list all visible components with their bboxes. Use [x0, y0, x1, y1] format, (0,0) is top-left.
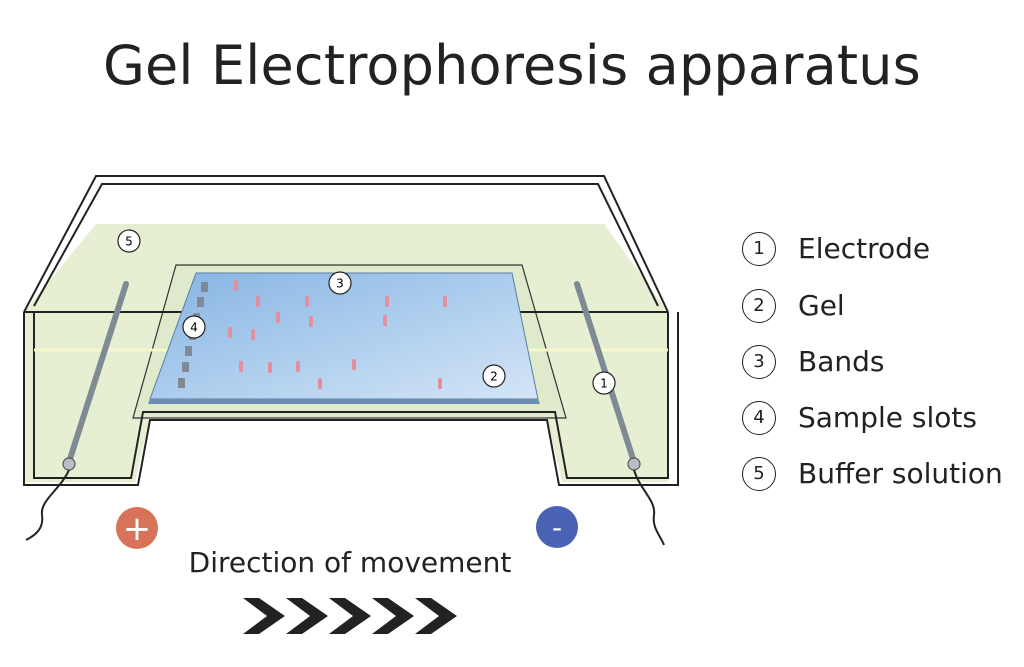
callout-gel: 2 [482, 364, 506, 388]
legend-label: Sample slots [798, 401, 977, 434]
legend-number: 5 [742, 457, 776, 491]
callout-bands-number: 3 [336, 277, 344, 291]
legend-label: Electrode [798, 232, 931, 265]
legend-label: Buffer solution [798, 457, 1003, 490]
positive-sign: + [123, 509, 152, 549]
legend-item-gel: 2 Gel [742, 289, 1022, 329]
band [239, 361, 243, 372]
callout-buffer-solution: 5 [117, 229, 141, 253]
legend-item-electrode: 1 Electrode [742, 232, 1022, 272]
negative-sign: - [552, 511, 562, 544]
legend-number: 3 [742, 345, 776, 379]
band [443, 296, 447, 307]
legend-label: Bands [798, 345, 885, 378]
left-wire [25, 469, 70, 541]
gel-slab-edge [148, 399, 540, 404]
sample-slot [201, 282, 208, 292]
direction-label: Direction of movement [188, 546, 512, 579]
legend-item-bands: 3 Bands [742, 345, 1022, 385]
band [276, 312, 280, 323]
band [438, 378, 442, 389]
legend-number: 2 [742, 289, 776, 323]
callout-electrode: 1 [592, 371, 616, 395]
band [305, 296, 309, 307]
arrow-chevron [329, 598, 371, 634]
legend-item-sample-slots: 4 Sample slots [742, 401, 1022, 441]
band [228, 327, 232, 338]
callout-sample-slots: 4 [182, 315, 206, 339]
legend-number: 1 [742, 232, 776, 266]
right-wire [633, 469, 665, 546]
band [296, 361, 300, 372]
sample-slot [185, 346, 192, 356]
positive-terminal: + [116, 507, 158, 549]
band [251, 329, 255, 340]
bands [228, 280, 447, 389]
legend-label: Gel [798, 289, 845, 322]
sample-slot [197, 297, 204, 307]
band [309, 316, 313, 327]
legend-item-buffer-solution: 5 Buffer solution [742, 457, 1022, 497]
band [385, 296, 389, 307]
band [318, 378, 322, 389]
callout-sample-slots-number: 4 [190, 321, 198, 335]
band [383, 315, 387, 326]
arrow-chevron [372, 598, 414, 634]
callout-bands: 3 [328, 271, 352, 295]
direction-arrows [243, 598, 457, 634]
band [268, 362, 272, 373]
band [256, 296, 260, 307]
callout-gel-number: 2 [490, 370, 498, 384]
arrow-chevron [415, 598, 457, 634]
negative-terminal: - [536, 506, 578, 548]
band [352, 359, 356, 370]
legend-number: 4 [742, 401, 776, 435]
arrow-chevron [286, 598, 328, 634]
band [234, 280, 238, 291]
arrow-chevron [243, 598, 285, 634]
sample-slot [178, 378, 185, 388]
page-title: Gel Electrophoresis apparatus [102, 34, 922, 97]
callout-electrode-number: 1 [600, 377, 608, 391]
callout-buffer-solution-number: 5 [125, 235, 133, 249]
sample-slot [182, 362, 189, 372]
